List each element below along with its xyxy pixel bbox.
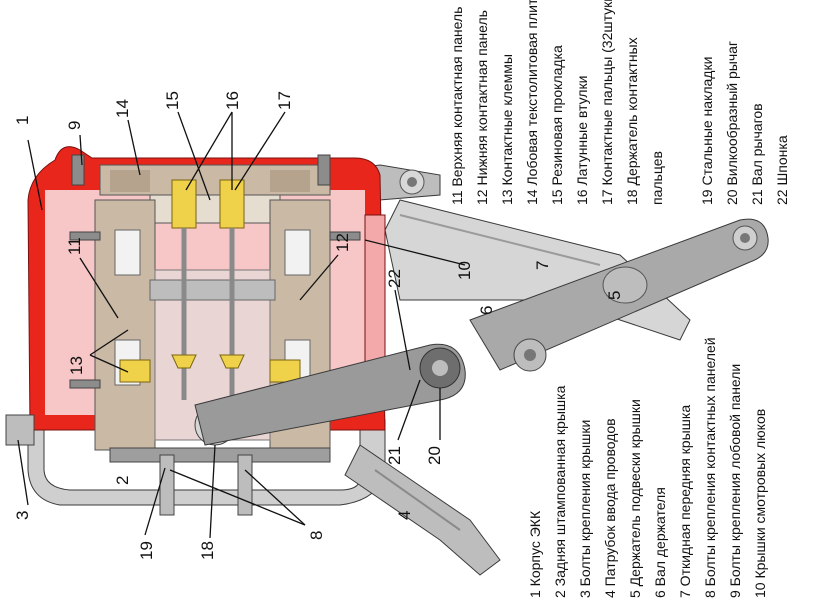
legend-9: 9 Болты крепления лобовой панели (727, 364, 743, 598)
callout-7: 7 (533, 261, 552, 270)
callout-12: 12 (333, 233, 352, 252)
legend-10: 10 Крышки смотровых люков (752, 409, 768, 598)
legend-20: 20 Вилкообразный рычаг (724, 41, 740, 205)
callout-20: 20 (425, 446, 444, 465)
callout-16: 16 (223, 91, 242, 110)
legend-3: 3 Болты крепления крышки (577, 420, 593, 598)
callout-9: 9 (65, 121, 84, 130)
legend-7: 7 Откидная передняя крышка (677, 405, 693, 598)
fork-lever (194, 343, 466, 446)
wire-inlet-pipe (344, 444, 501, 576)
legend-17: 17 Контактные пальцы (32штуки) (599, 0, 615, 205)
callout-21: 21 (385, 446, 404, 465)
callout-14: 14 (113, 99, 132, 118)
callout-2: 2 (113, 476, 132, 485)
legend-1: 1 Корпус ЭКК (527, 510, 543, 598)
callout-17: 17 (275, 91, 294, 110)
steel-plate (109, 447, 331, 463)
legend-13: 13 Контактные клеммы (499, 54, 515, 205)
legend-lower: 1 Корпус ЭКК 2 Задняя штампованная крышк… (527, 337, 768, 598)
bottom-bolt-1 (159, 454, 175, 516)
legend-8: 8 Болты крепления контактных панелей (702, 337, 718, 598)
callout-4: 4 (395, 511, 414, 520)
leader-lines (17, 111, 466, 539)
callout-15: 15 (163, 91, 182, 110)
callout-13: 13 (67, 356, 86, 375)
legend-18-cont: пальцев (649, 151, 665, 205)
callout-6: 6 (477, 306, 496, 315)
callout-3: 3 (13, 511, 32, 520)
contact-terminal-2 (269, 359, 301, 383)
legend-15: 15 Резиновая прокладка (549, 45, 565, 205)
legend-upper: 11 Верхняя контактная панель 12 Нижняя к… (449, 0, 790, 205)
legend-21: 21 Вал рычагов (749, 103, 765, 205)
legend-11: 11 Верхняя контактная панель (449, 7, 465, 205)
rubber-gasket (149, 194, 281, 224)
holder-boss (602, 266, 648, 304)
cover-bolt (5, 414, 35, 446)
legend-18: 18 Держатель контактных (624, 37, 640, 205)
contact-terminal-1 (119, 359, 151, 383)
callout-22: 22 (385, 269, 404, 288)
legend-22: 22 Шпонка (774, 135, 790, 205)
callout-11: 11 (65, 237, 84, 255)
callout-19: 19 (137, 541, 156, 560)
bottom-bolt-2 (237, 454, 253, 516)
brass-bushing-1 (171, 179, 197, 229)
legend-2: 2 Задняя штампованная крышка (552, 385, 568, 598)
key-slot (432, 360, 448, 376)
legend-16: 16 Латунные втулки (574, 76, 590, 205)
callouts: 1 9 14 15 16 17 11 12 13 10 22 6 5 7 3 2… (13, 91, 624, 560)
callout-8: 8 (307, 531, 326, 540)
callout-1: 1 (13, 116, 32, 125)
legend-12: 12 Нижняя контактная панель (474, 10, 490, 205)
legend-14: 14 Лобовая текстолитовая плита (524, 0, 540, 205)
callout-18: 18 (198, 541, 217, 560)
legend-19: 19 Стальные накладки (699, 57, 715, 205)
legend-4: 4 Патрубок ввода проводов (602, 418, 618, 598)
legend-6: 6 Вал держателя (652, 487, 668, 598)
legend-5: 5 Держатель подвески крышки (627, 399, 643, 598)
callout-5: 5 (605, 291, 624, 300)
callout-10: 10 (455, 261, 474, 280)
